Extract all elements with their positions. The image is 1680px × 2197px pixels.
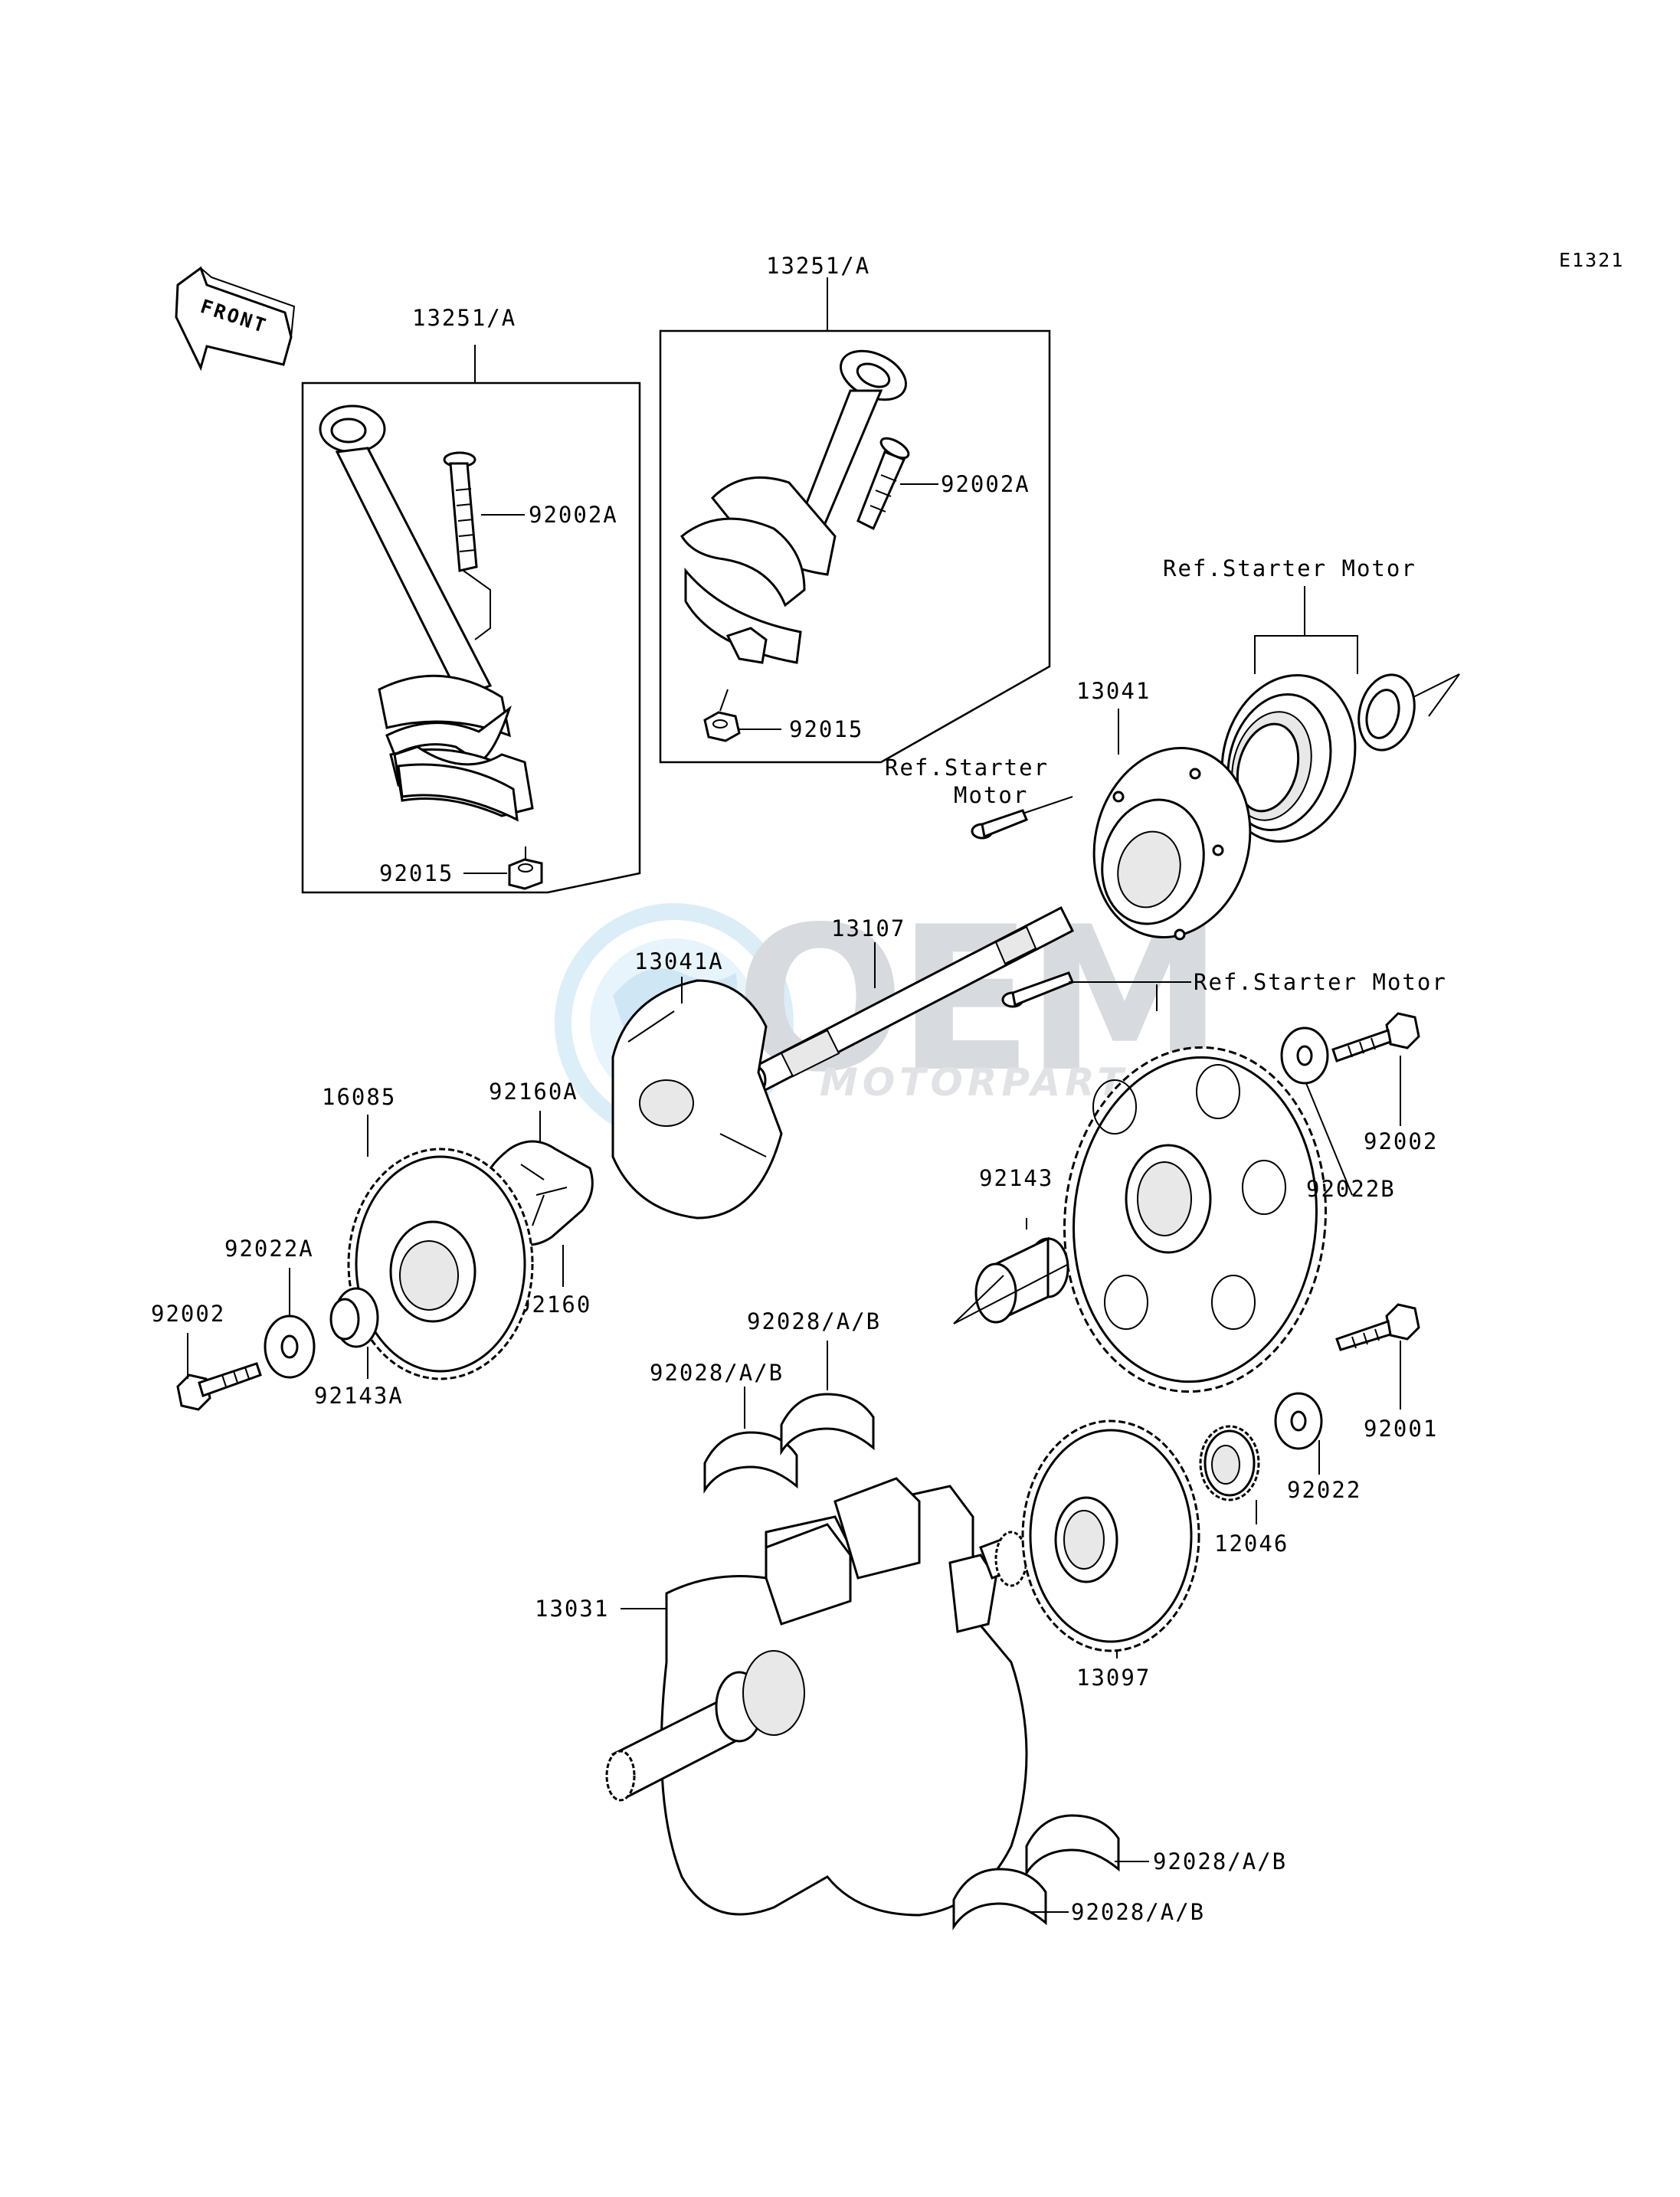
bolt-92002-right-label: 92002	[1364, 1128, 1438, 1154]
nut-92015-right-icon	[703, 711, 741, 742]
ref-starter-mid-label-1: Ref.Starter	[885, 755, 1049, 781]
damper-92160A-label: 92160A	[489, 1079, 578, 1105]
watermark-sub: MOTORPARTS	[820, 1060, 1161, 1105]
starter-clutch-bolt-lower-icon	[1001, 971, 1074, 1008]
bearing-lower-2-label: 92028/A/B	[1071, 1899, 1205, 1925]
connecting-rod-set-left: 13251/A 92002A 92015	[301, 305, 641, 894]
bolt-92002-left-icon	[176, 1362, 262, 1411]
hub-13041A-label: 13041A	[634, 948, 724, 974]
diagram-code: E1321	[1559, 249, 1624, 271]
bearing-shell-lower-1-icon	[1025, 1814, 1120, 1877]
nut-right-label: 92015	[789, 716, 863, 742]
ref-starter-top-label: Ref.Starter Motor	[1163, 555, 1416, 581]
washer-92022-label: 92022	[1287, 1477, 1361, 1503]
washer-92022A-icon	[264, 1315, 316, 1379]
gear-12046-icon	[1199, 1425, 1260, 1501]
bolt-92001-label: 92001	[1364, 1416, 1438, 1442]
starter-clutch-bolt-upper-icon	[971, 809, 1028, 840]
ref-starter-mid-label-2: Motor	[954, 782, 1028, 808]
collar-92143A-icon	[329, 1287, 379, 1348]
washer-92022B-label: 92022B	[1306, 1176, 1396, 1202]
crankshaft-13031-icon	[605, 1477, 1028, 1917]
collar-92143-label: 92143	[979, 1165, 1053, 1191]
bearing-shell-lower-2-icon	[952, 1868, 1047, 1930]
connecting-rod-right-icon	[680, 349, 907, 664]
connecting-rod-left-icon	[319, 404, 534, 822]
bolt-left-label: 92002A	[529, 502, 618, 528]
nut-left-label: 92015	[379, 860, 454, 886]
washer-92022-icon	[1274, 1392, 1323, 1450]
washer-92022B-icon	[1280, 1026, 1329, 1085]
collar-92143A-label: 92143A	[314, 1383, 404, 1409]
clutch-13041-label: 13041	[1076, 678, 1151, 704]
bearing-shell-upper-1-icon	[703, 1431, 798, 1494]
gear-13097-icon	[1021, 1419, 1200, 1652]
bolt-92002A-right-icon	[856, 437, 910, 531]
shaft-13107-label: 13107	[831, 915, 905, 941]
front-arrow-icon: FRONT	[175, 266, 296, 372]
starter-gear-icon	[1063, 1046, 1327, 1393]
gear-16085-label: 16085	[322, 1084, 396, 1110]
rod-set-left-label: 13251/A	[412, 305, 516, 331]
nut-92015-left-icon	[508, 858, 543, 890]
bolt-92001-icon	[1335, 1303, 1420, 1351]
washer-92022A-label: 92022A	[224, 1236, 314, 1262]
bolt-92002A-left-icon	[443, 451, 478, 572]
gear-13097-label: 13097	[1076, 1665, 1151, 1691]
washer-ring-icon	[1357, 673, 1416, 751]
starter-clutch-body-13041-icon	[1092, 747, 1252, 941]
collar-92143-icon	[974, 1236, 1069, 1324]
bearing-upper-1-label: 92028/A/B	[650, 1360, 784, 1386]
one-way-clutch-icon	[1220, 673, 1357, 843]
connecting-rod-set-right: 13251/A 92002A 92015	[659, 253, 1051, 764]
hub-13041A-icon	[611, 979, 783, 1220]
crankshaft-13031-label: 13031	[535, 1596, 609, 1622]
bearing-upper-2-label: 92028/A/B	[747, 1308, 881, 1334]
gear-16085-icon	[347, 1148, 534, 1380]
starter-clutch-assembly: Ref.Starter Motor 13041 Ref.Starter M	[885, 555, 1460, 941]
rod-set-right-label: 13251/A	[766, 253, 870, 279]
bearing-lower-1-label: 92028/A/B	[1153, 1848, 1287, 1874]
bolt-92002-left-label: 92002	[151, 1301, 225, 1327]
bolt-92002-right-icon	[1331, 1012, 1420, 1062]
gear-12046-label: 12046	[1214, 1531, 1289, 1557]
ref-starter-right-label: Ref.Starter Motor	[1194, 969, 1447, 995]
bolt-right-label: 92002A	[941, 471, 1030, 497]
bearing-shell-upper-2-icon	[780, 1393, 875, 1455]
